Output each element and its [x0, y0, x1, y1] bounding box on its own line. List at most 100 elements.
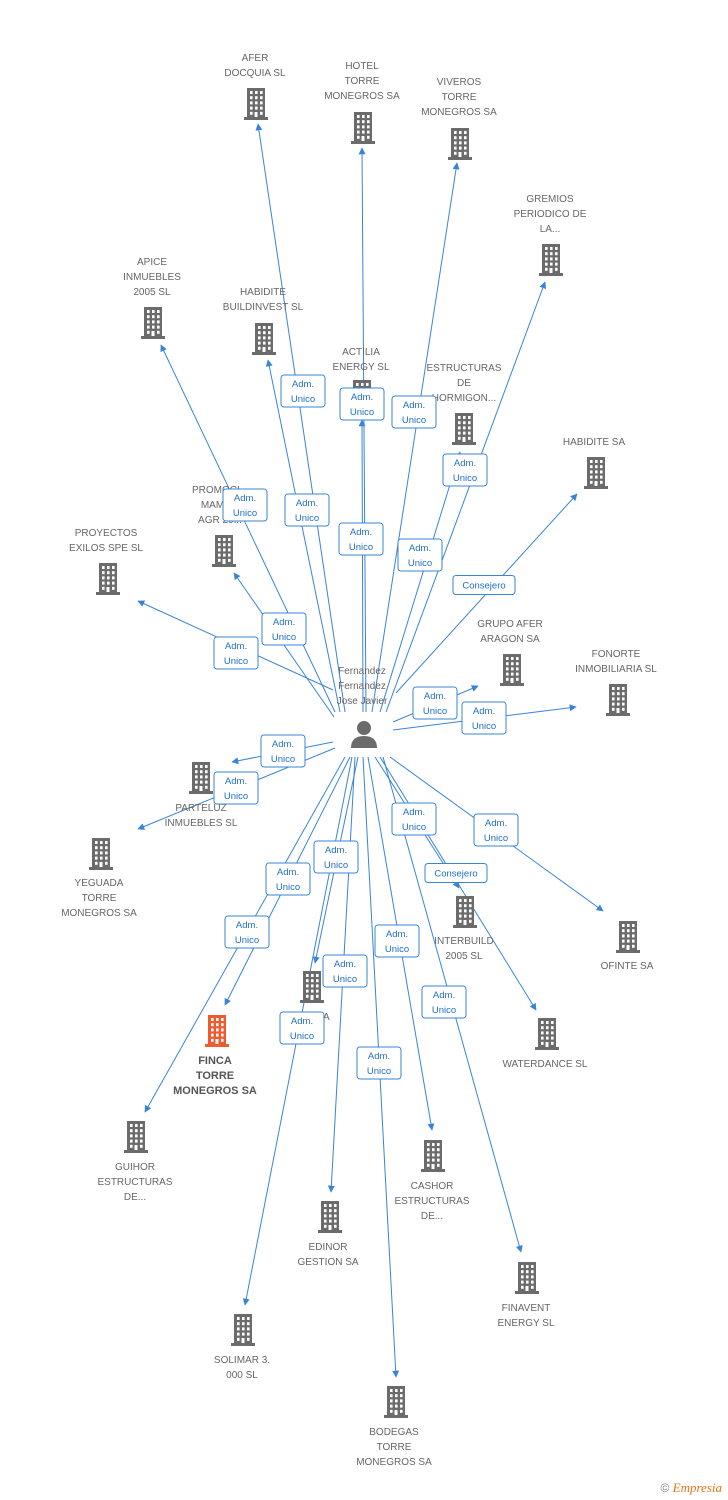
center-name: Fernandez	[338, 681, 386, 692]
node-estructuras-hormigon[interactable]: ESTRUCTURASDEHORMIGON...	[426, 363, 502, 445]
edge-label-apice[interactable]: Adm.Unico	[222, 488, 268, 522]
edge-label-hotel-torre[interactable]: Adm.Unico	[339, 387, 385, 421]
building-icon[interactable]	[244, 88, 268, 120]
building-icon[interactable]	[535, 1018, 559, 1050]
edge-label-estructuras-hormigon[interactable]: Adm.Unico	[397, 538, 443, 572]
building-icon[interactable]	[421, 1140, 445, 1172]
edge-label-bodegas[interactable]: Adm.Unico	[356, 1046, 402, 1080]
node-habidite-sa[interactable]: HABIDITE SA	[563, 437, 626, 489]
edge-label-interbuild[interactable]: Adm.Unico	[391, 802, 437, 836]
building-icon[interactable]	[500, 654, 524, 686]
edge-label-text: Unico	[367, 1066, 391, 1077]
edge-label-parteluz[interactable]: Adm.Unico	[260, 734, 306, 768]
node-label: FINAVENT	[502, 1303, 551, 1314]
node-label: DE	[457, 378, 471, 389]
node-ofinte[interactable]: OFINTE SA	[601, 921, 654, 972]
building-icon[interactable]	[616, 921, 640, 953]
brand-logo[interactable]: Empresia	[672, 1480, 722, 1495]
edge-label-proyectos-exilos[interactable]: Adm.Unico	[213, 636, 259, 670]
building-icon[interactable]	[452, 413, 476, 445]
building-icon[interactable]	[231, 1314, 255, 1346]
building-icon[interactable]	[141, 307, 165, 339]
edge-label-text: Unico	[349, 542, 373, 553]
edge-label-waterdance[interactable]: Consejero	[424, 863, 488, 883]
node-label: MONEGROS SA	[173, 1085, 257, 1097]
node-label: INMUEBLES	[123, 272, 181, 283]
building-icon[interactable]	[515, 1262, 539, 1294]
node-label: WATERDANCE SL	[502, 1059, 587, 1070]
node-label: GREMIOS	[526, 194, 574, 205]
copyright-symbol: ©	[660, 1481, 670, 1495]
building-icon[interactable]	[539, 244, 563, 276]
edge-label-fonorte[interactable]: Adm.Unico	[461, 701, 507, 735]
node-cashor[interactable]: CASHORESTRUCTURASDE...	[394, 1140, 470, 1222]
edge-label-text: Adm.	[225, 776, 247, 787]
edge-label-finca-torre[interactable]: Adm.Unico	[265, 862, 311, 896]
building-icon[interactable]	[189, 762, 213, 794]
building-icon[interactable]	[96, 563, 120, 595]
building-icon[interactable]	[252, 323, 276, 355]
edge-label-text: Adm.	[409, 543, 431, 554]
edge-label-finavent[interactable]: Adm.Unico	[421, 985, 467, 1019]
node-guihor[interactable]: GUIHORESTRUCTURASDE...	[97, 1121, 173, 1203]
edge-label-guihor[interactable]: Adm.Unico	[224, 915, 270, 949]
edge-label-cashor[interactable]: Adm.Unico	[374, 924, 420, 958]
building-icon[interactable]	[606, 684, 630, 716]
edge-label-habidite-buildinvest[interactable]: Adm.Unico	[284, 493, 330, 527]
center-name: Jose Javier	[337, 696, 388, 707]
edge-label-viveros-torre[interactable]: Adm.Unico	[391, 395, 437, 429]
edge-label-yeguada[interactable]: Adm.Unico	[213, 771, 259, 805]
edge-label-text: Unico	[350, 407, 374, 418]
edge-label-g-sa[interactable]: Adm.Unico	[313, 840, 359, 874]
edge-label-ofinte[interactable]: Adm.Unico	[473, 813, 519, 847]
edge-label-gremios[interactable]: Adm.Unico	[442, 453, 488, 487]
edge-afer-docquia	[255, 123, 346, 713]
node-label: MONEGROS SA	[356, 1457, 432, 1468]
building-icon[interactable]	[318, 1201, 342, 1233]
center-name: Fernandez	[338, 666, 386, 677]
building-icon[interactable]	[212, 535, 236, 567]
building-icon[interactable]	[300, 971, 324, 1003]
building-icon[interactable]	[448, 128, 472, 160]
building-icon[interactable]	[205, 1015, 229, 1047]
node-label: VIVEROS	[437, 77, 482, 88]
node-waterdance[interactable]: WATERDANCE SL	[502, 1018, 588, 1070]
edge-label-promociones[interactable]: Adm.Unico	[261, 612, 307, 646]
building-icon[interactable]	[124, 1121, 148, 1153]
edge-label-grupo-afer[interactable]: Adm.Unico	[412, 686, 458, 720]
edge-label-actilia[interactable]: Adm.Unico	[338, 522, 384, 556]
building-icon[interactable]	[89, 838, 113, 870]
building-icon[interactable]	[584, 457, 608, 489]
edge-label-edinor[interactable]: Adm.Unico	[322, 954, 368, 988]
edge-label-text: Adm.	[225, 641, 247, 652]
person-icon[interactable]	[351, 721, 377, 748]
edge-label-afer-docquia[interactable]: Adm.Unico	[280, 374, 326, 408]
node-label: ESTRUCTURAS	[97, 1177, 172, 1188]
node-solimar[interactable]: SOLIMAR 3.000 SL	[214, 1314, 270, 1381]
edge-label-text: Unico	[272, 632, 296, 643]
building-icon[interactable]	[384, 1386, 408, 1418]
edge-label-habidite-sa[interactable]: Consejero	[452, 575, 516, 595]
building-icon[interactable]	[453, 896, 477, 928]
node-promociones[interactable]: PROMOCI...MAMA...AGR 20...	[192, 485, 248, 567]
edge-label-solimar[interactable]: Adm.Unico	[279, 1011, 325, 1045]
building-icon[interactable]	[351, 112, 375, 144]
